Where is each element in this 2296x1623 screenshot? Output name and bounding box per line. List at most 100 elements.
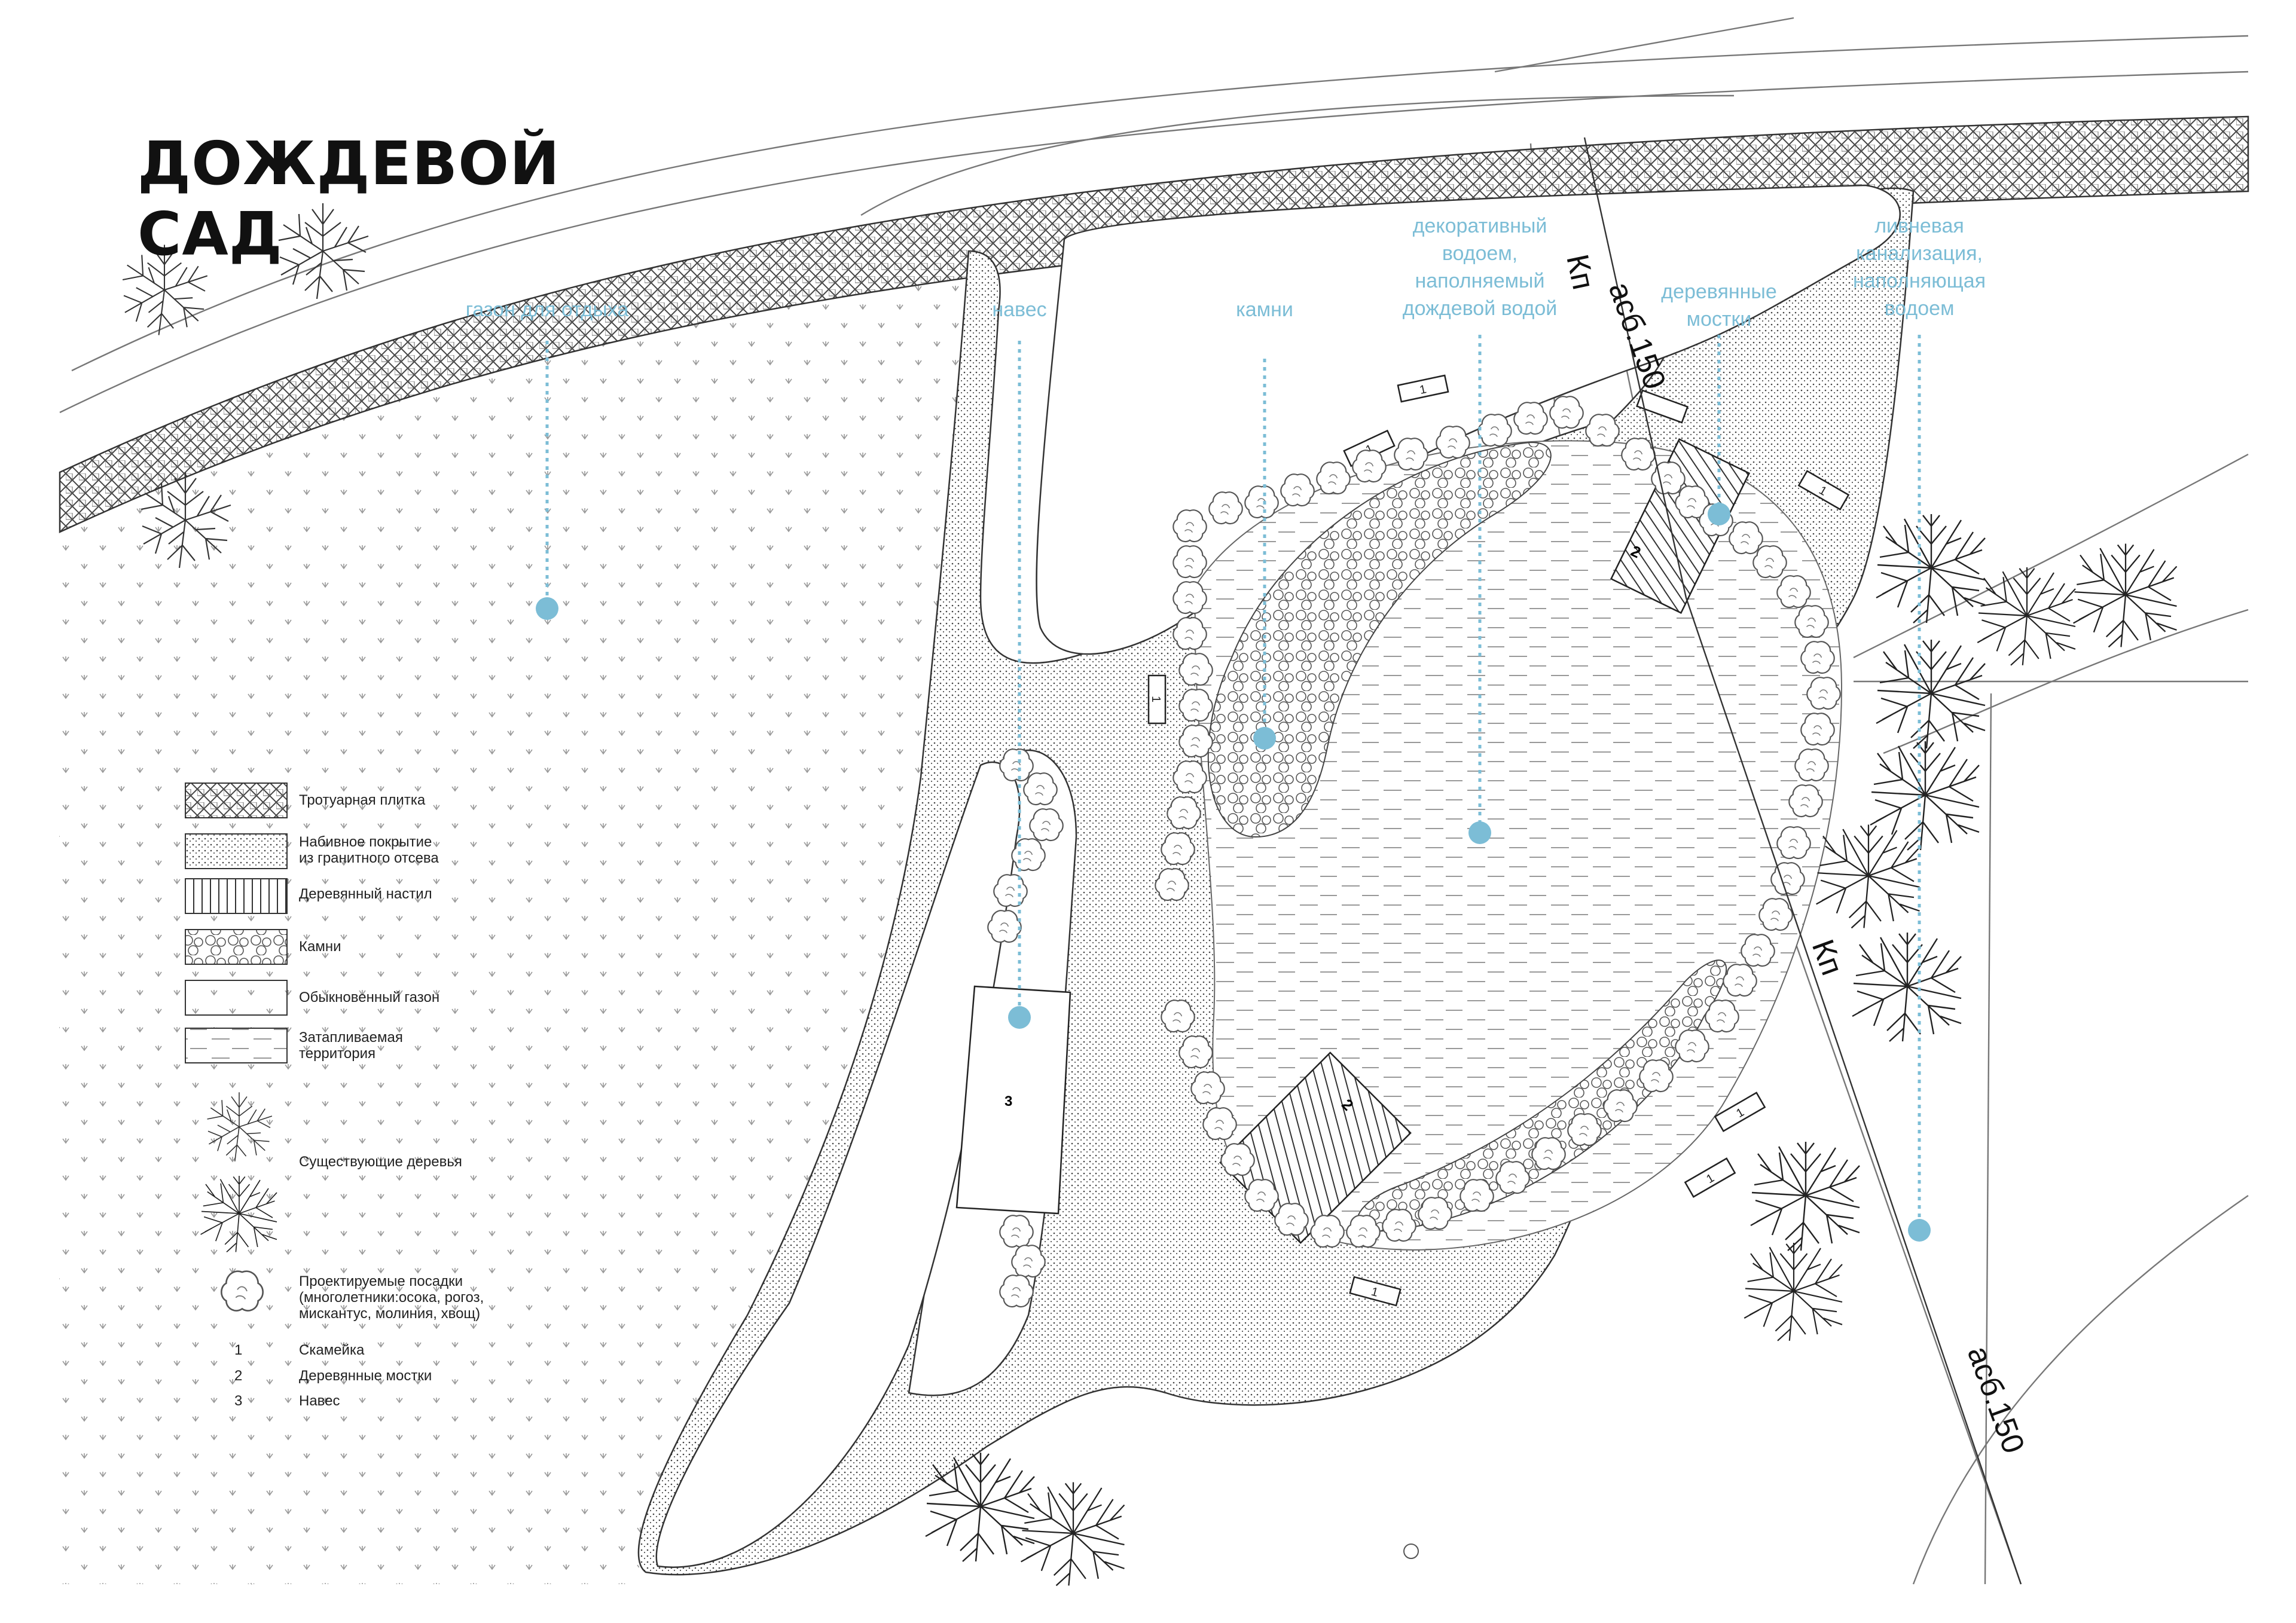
planting-shrub xyxy=(1202,1107,1237,1141)
legend-flooded-line: Затапливаемая xyxy=(299,1029,403,1046)
planting-shrub xyxy=(1346,1215,1381,1248)
callout-pond: декоративный водоем, наполняемый дождево… xyxy=(1403,212,1557,322)
planting-shrub xyxy=(1155,868,1189,901)
planting-shrub xyxy=(1208,491,1243,525)
svg-text:1: 1 xyxy=(1370,1285,1379,1300)
callout-bridges: деревянные мостки xyxy=(1661,278,1777,333)
legend-num-3: 3 xyxy=(234,1393,243,1409)
planting-shrub xyxy=(1585,414,1620,447)
callout-drain-line: наполняющая xyxy=(1852,270,1986,292)
legend-deck: Деревянный настил xyxy=(299,886,432,902)
planting-shrub xyxy=(1280,473,1315,507)
stones-south xyxy=(1357,959,1727,1233)
planting-shrub xyxy=(1178,653,1213,686)
legend-flooded: Затапливаемая территория xyxy=(299,1029,403,1062)
planting-shrub xyxy=(1382,1209,1416,1242)
canopy: 3 xyxy=(955,985,1071,1215)
planting-shrub xyxy=(993,874,1028,907)
legend-num-2: 2 xyxy=(234,1368,243,1384)
planting-shrub xyxy=(1394,438,1428,471)
callout-pond-line: дождевой водой xyxy=(1402,297,1558,320)
planting-shrub xyxy=(1460,1179,1494,1212)
legend-num-1-label: Скамейка xyxy=(299,1342,365,1358)
planting-shrub xyxy=(1310,1215,1345,1248)
planting-shrub xyxy=(1274,1203,1309,1236)
callout-lawn: газон для отдыха xyxy=(465,298,629,321)
planting-shrub xyxy=(1495,1161,1530,1194)
planting-shrub xyxy=(1436,426,1470,459)
svg-text:1: 1 xyxy=(1418,383,1427,397)
planting-shrub xyxy=(1316,461,1351,495)
planting-shrub xyxy=(1178,689,1213,722)
legend-plantings-line: (многолетники:осока, рогоз, xyxy=(299,1289,484,1306)
planting-shrub xyxy=(1806,677,1841,710)
legend-flooded-line: территория xyxy=(299,1046,375,1062)
callout-pond-line: наполняемый xyxy=(1415,270,1545,292)
planting-shrub xyxy=(1352,450,1387,483)
planting-shrub xyxy=(999,1215,1034,1248)
planting-shrub xyxy=(1741,934,1775,967)
legend-num-2-label: Деревянные мостки xyxy=(299,1368,432,1384)
svg-text:3: 3 xyxy=(1004,1093,1012,1109)
legend-paving: Тротуарная плитка xyxy=(299,792,426,808)
planting-shrub xyxy=(1758,898,1793,931)
legend-plantings-line: Проектируемые посадки xyxy=(299,1273,463,1289)
planting-shrub xyxy=(1178,1035,1213,1069)
planting-shrub xyxy=(1011,838,1046,872)
planting-shrub xyxy=(1621,438,1656,471)
planting-shrub xyxy=(1752,545,1787,579)
planting-shrub xyxy=(1513,402,1548,435)
legend-granite: Набивное покрытие из гранитного отсева xyxy=(299,834,439,866)
planting-shrub xyxy=(1244,1179,1279,1212)
planting-shrub xyxy=(1418,1197,1452,1230)
planting-shrub xyxy=(1173,760,1207,794)
planting-shrub xyxy=(1178,725,1213,758)
planting-shrub xyxy=(1549,396,1584,429)
callout-pond-line: водоем, xyxy=(1442,242,1518,265)
callout-drain: ливневая канализация, наполняющая водоем xyxy=(1853,212,1986,322)
planting-shrub xyxy=(1023,772,1058,806)
planting-shrub xyxy=(1603,1089,1638,1123)
callout-canopy: навес xyxy=(992,298,1047,321)
planting-shrub xyxy=(1729,521,1763,555)
planting-shrub xyxy=(1220,1143,1255,1176)
planting-shrub xyxy=(1788,784,1823,818)
planting-shrub xyxy=(1776,575,1811,609)
callout-bridges-line: деревянные xyxy=(1661,280,1777,303)
planting-shrub xyxy=(1173,617,1207,650)
planting-shrub xyxy=(1567,1113,1602,1147)
planting-shrub xyxy=(1776,826,1811,860)
planting-shrub xyxy=(999,748,1034,782)
planting-shrub xyxy=(1794,605,1829,638)
paving-band xyxy=(59,115,2249,533)
legend-num-1: 1 xyxy=(234,1342,243,1358)
planting-shrub xyxy=(1173,581,1207,615)
planting-shrub xyxy=(1770,862,1805,895)
title-line-1: ДОЖДЕВОЙ xyxy=(138,129,560,198)
planting-shrub xyxy=(999,1274,1034,1308)
planting-shrub xyxy=(1800,641,1835,674)
title-line-2: САД xyxy=(138,199,283,269)
planting-shrub xyxy=(1173,545,1207,579)
planting-shrub xyxy=(1723,964,1757,997)
wooden-bridge-north: 2 xyxy=(1610,438,1751,615)
planting-shrub xyxy=(1794,748,1829,782)
benches: 1 1 1 1 1 1 1 xyxy=(1147,374,1850,1307)
planting-shrub xyxy=(1161,1000,1195,1033)
planting-shrub xyxy=(1173,509,1207,543)
callout-drain-line: ливневая xyxy=(1874,215,1964,237)
planting-shrub xyxy=(1029,808,1064,842)
planting-shrub xyxy=(1244,485,1279,519)
legend-lawn: Обыкновенный газон xyxy=(299,989,440,1005)
recreation-lawn xyxy=(60,239,976,1584)
planting-shrub xyxy=(1639,1059,1674,1093)
legend-swatches xyxy=(185,783,288,1312)
legend-trees: Существующие деревья xyxy=(299,1154,462,1170)
planting-shrub xyxy=(1167,796,1201,830)
svg-text:Кп: Кп xyxy=(1805,935,1849,980)
planting-shrub xyxy=(987,910,1022,943)
svg-text:1: 1 xyxy=(1149,696,1162,702)
legend-granite-line: Набивное покрытие xyxy=(299,834,432,850)
callout-pond-line: декоративный xyxy=(1412,215,1547,237)
